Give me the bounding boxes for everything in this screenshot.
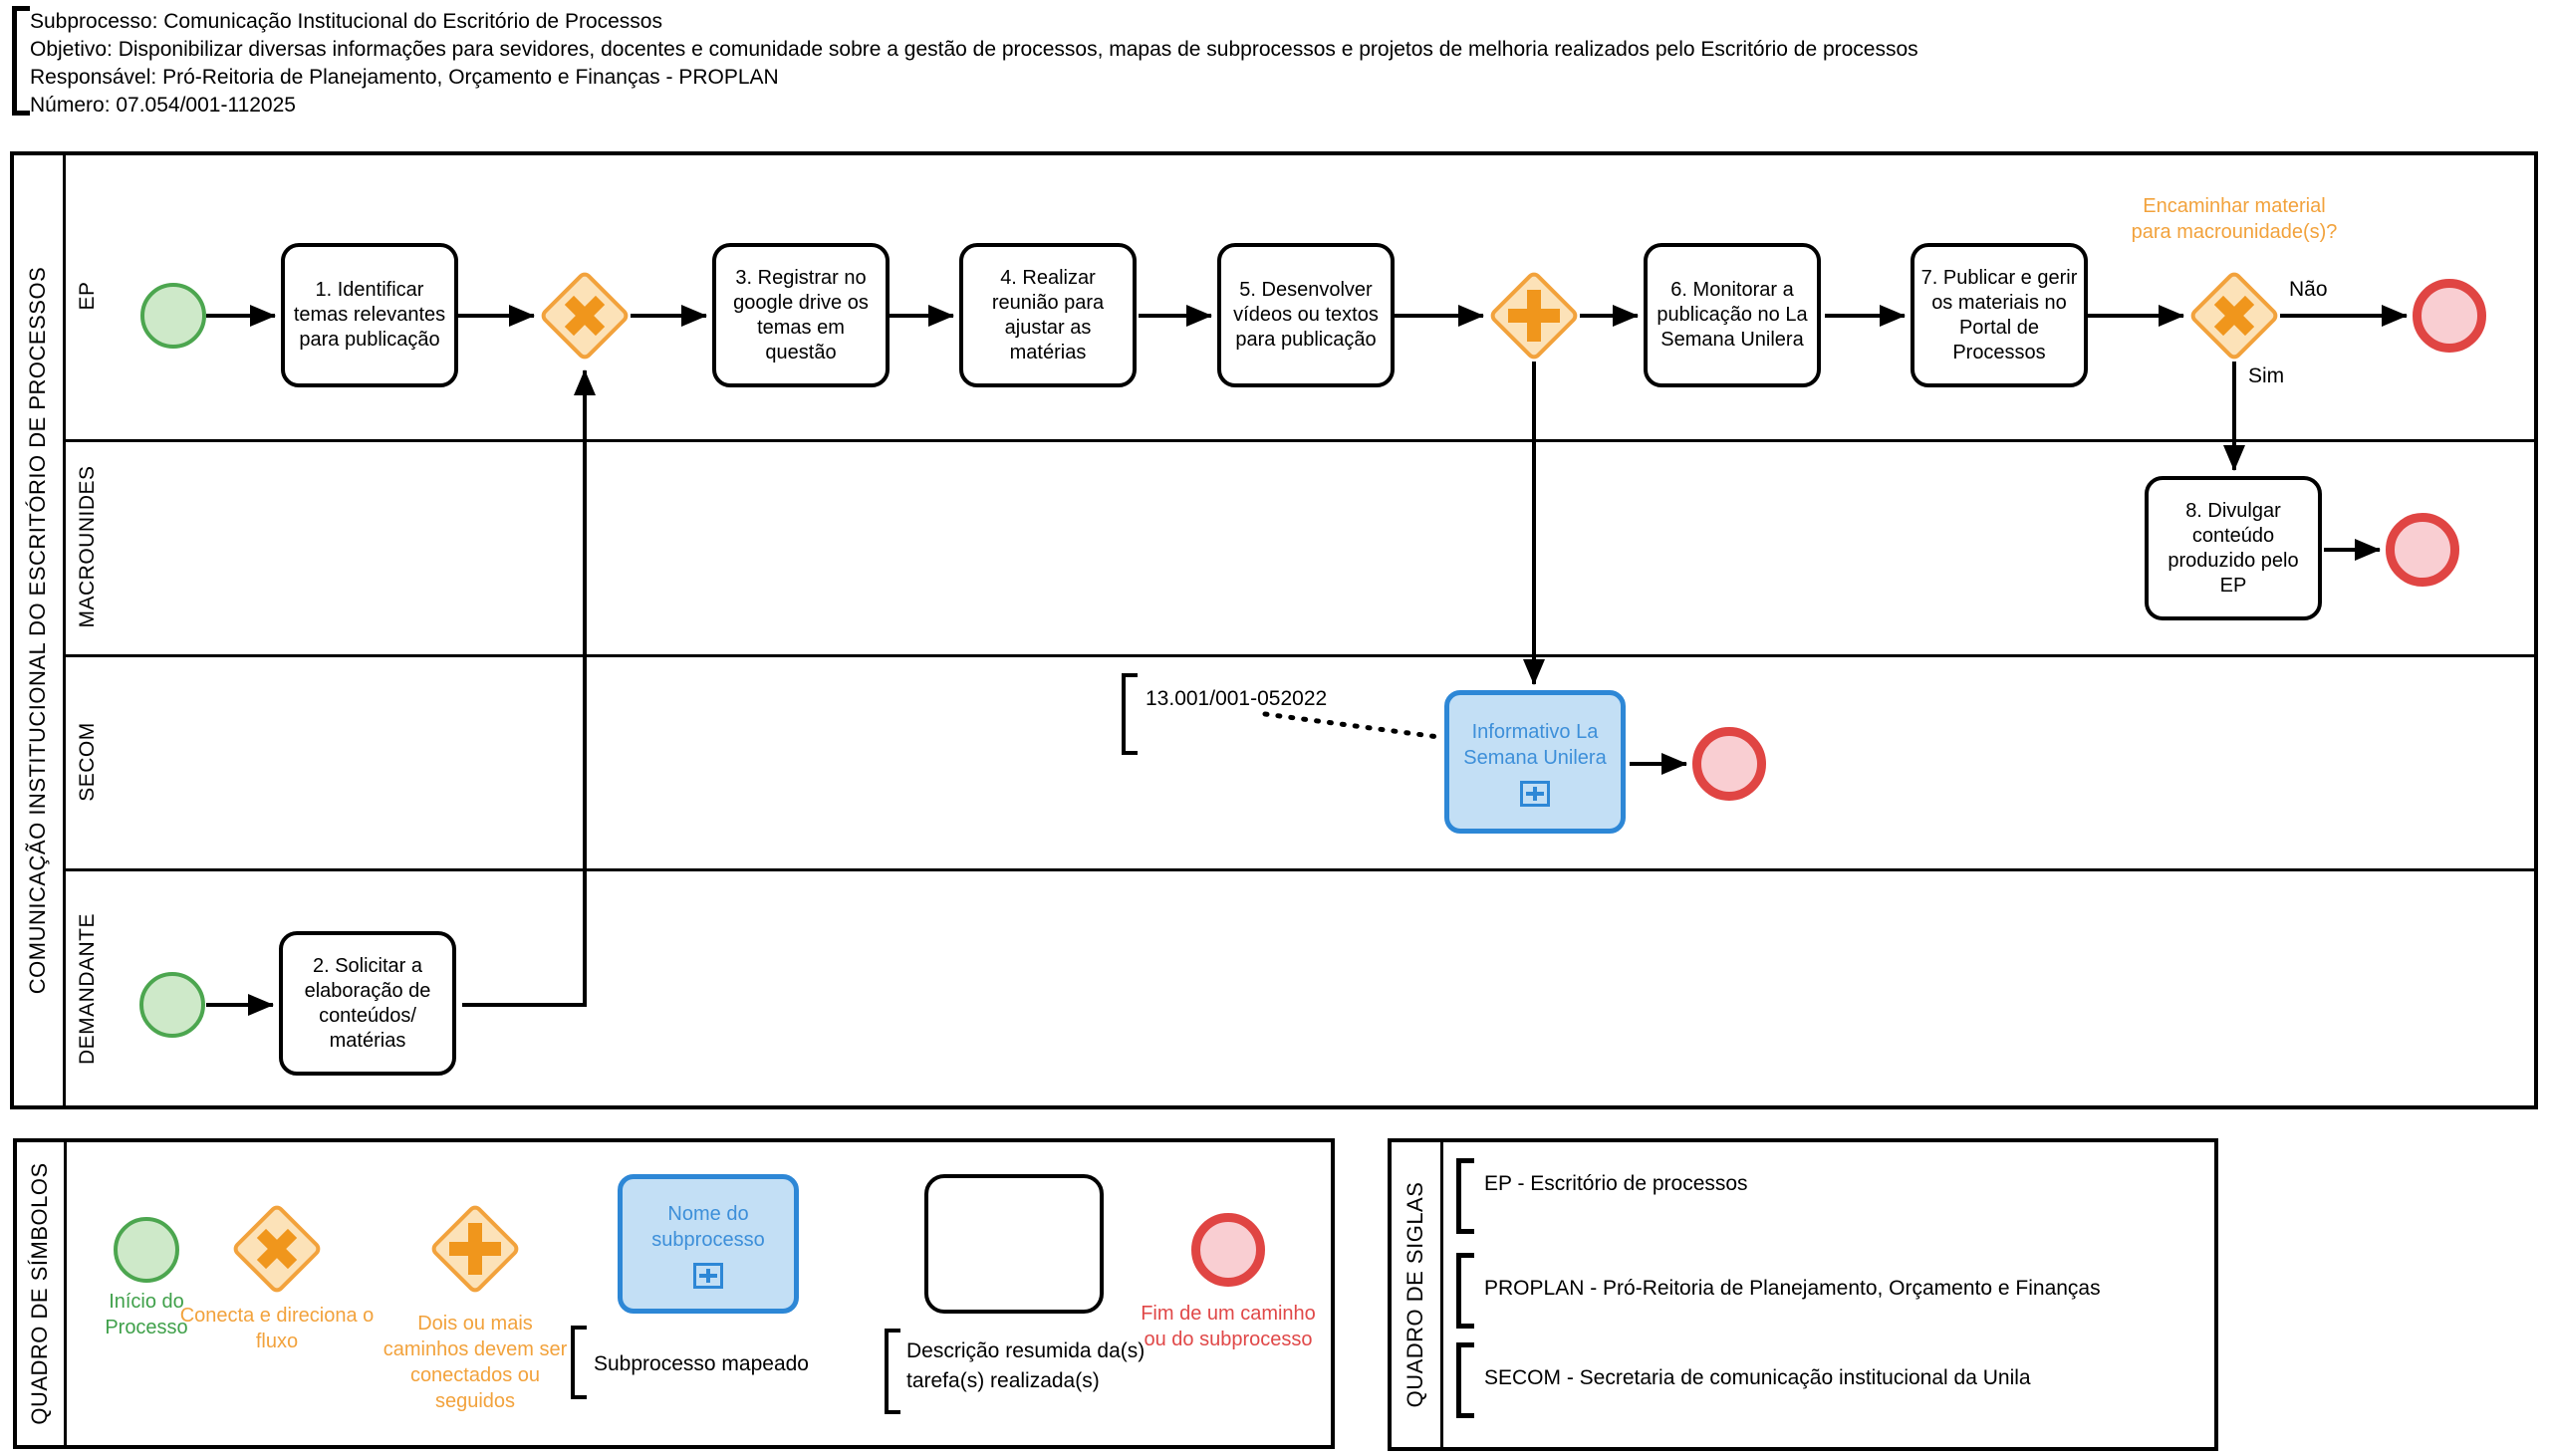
legend-start-event	[114, 1217, 179, 1283]
end-event-macrounides	[2386, 513, 2459, 587]
task-7-label: 7. Publicar e gerir os materiais no Port…	[1920, 266, 2078, 364]
end-event-ep	[2413, 279, 2486, 353]
plus-gateway-icon	[449, 1223, 501, 1275]
header-line-objetivo: Objetivo: Disponibilizar diversas inform…	[30, 38, 1918, 61]
task-7: 7. Publicar e gerir os materiais no Port…	[1911, 243, 2088, 387]
symbols-legend-title: QUADRO DE SÍMBOLOS	[27, 1162, 52, 1425]
gateway-question-label: Encaminhar material para macrounidade(s)…	[2131, 195, 2338, 243]
task-1-label: 1. Identificar temas relevantes para pub…	[293, 279, 446, 351]
task-6: 6. Monitorar a publicação no La Semana U…	[1644, 243, 1821, 387]
acronyms-legend-box	[1388, 1138, 2218, 1451]
acronym-ep: EP - Escritório de processos	[1484, 1172, 1748, 1195]
symbols-legend-box	[13, 1138, 1335, 1449]
task-2: 2. Solicitar a elaboração de conteúdos/ …	[279, 931, 456, 1076]
lane-separator-2	[66, 654, 2534, 657]
annotation-bracket	[1122, 673, 1138, 755]
task-3: 3. Registrar no google drive os temas em…	[712, 243, 890, 387]
acronyms-legend-title: QUADRO DE SIGLAS	[1402, 1181, 1427, 1408]
process-pool	[10, 151, 2538, 1109]
lane-separator-1	[66, 439, 2534, 442]
task-5: 5. Desenvolver vídeos ou textos para pub…	[1217, 243, 1395, 387]
task-8: 8. Divulgar conteúdo produzido pelo EP	[2145, 476, 2322, 620]
subprocess-plus-icon	[1520, 781, 1550, 807]
lane-separator-3	[66, 868, 2534, 871]
subprocess-plus-icon	[693, 1263, 723, 1289]
acronym-bracket-secom	[1456, 1342, 1474, 1418]
subprocess-informativo: Informativo La Semana Unilera	[1444, 690, 1626, 834]
symbols-legend-separator	[64, 1142, 67, 1445]
legend-subprocess-caption: Subprocesso mapeado	[594, 1352, 809, 1375]
task-3-label: 3. Registrar no google drive os temas em…	[733, 266, 869, 364]
pool-title-separator	[63, 155, 66, 1105]
lane-label-secom: SECOM	[76, 722, 99, 802]
start-event-demandante	[139, 972, 205, 1038]
header-bracket	[12, 6, 30, 116]
task-4-label: 4. Realizar reunião para ajustar as maté…	[991, 266, 1105, 364]
lane-label-demandante: DEMANDANTE	[76, 912, 99, 1066]
legend-subprocess-name: Nome do subprocesso	[651, 1203, 765, 1251]
end-event-secom	[1692, 727, 1766, 801]
acronyms-legend-separator	[1440, 1142, 1443, 1447]
acronym-bracket-proplan	[1456, 1253, 1474, 1329]
lane-label-ep: EP	[76, 281, 99, 311]
legend-end-event	[1191, 1213, 1265, 1287]
flow-label-no: Não	[2289, 278, 2328, 301]
task-1: 1. Identificar temas relevantes para pub…	[281, 243, 458, 387]
header-line-subprocesso: Subprocesso: Comunicação Institucional d…	[30, 10, 662, 33]
acronym-bracket-ep	[1456, 1158, 1474, 1234]
header-line-numero: Número: 07.054/001-112025	[30, 94, 296, 117]
subprocess-name: Informativo La Semana Unilera	[1463, 721, 1607, 769]
x-gateway-icon	[563, 294, 607, 338]
legend-exclusive-label: Conecta e direciona o fluxo	[179, 1305, 375, 1352]
task-6-label: 6. Monitorar a publicação no La Semana U…	[1657, 279, 1808, 351]
legend-task-caption: Descrição resumida da(s) tarefa(s) reali…	[906, 1339, 1146, 1392]
task-4: 4. Realizar reunião para ajustar as maté…	[959, 243, 1137, 387]
legend-end-label: Fim de um caminho ou do subprocesso	[1141, 1303, 1316, 1350]
legend-start-label: Início do Processo	[105, 1291, 188, 1338]
legend-task-bracket	[885, 1329, 900, 1414]
acronym-proplan: PROPLAN - Pró-Reitoria de Planejamento, …	[1484, 1277, 2101, 1300]
legend-subprocess-bracket	[571, 1326, 587, 1399]
task-8-label: 8. Divulgar conteúdo produzido pelo EP	[2168, 499, 2299, 597]
annotation-text: 13.001/001-052022	[1146, 687, 1328, 710]
header-line-responsavel: Responsável: Pró-Reitoria de Planejament…	[30, 66, 779, 89]
x-gateway-icon	[2212, 294, 2256, 338]
legend-parallel-label: Dois ou mais caminhos devem ser conectad…	[382, 1313, 568, 1412]
start-event-ep	[140, 283, 206, 349]
legend-task-shape	[924, 1174, 1104, 1314]
task-5-label: 5. Desenvolver vídeos ou textos para pub…	[1233, 279, 1379, 351]
task-2-label: 2. Solicitar a elaboração de conteúdos/ …	[304, 954, 431, 1052]
flow-label-yes: Sim	[2248, 364, 2285, 387]
legend-subprocess: Nome do subprocesso	[618, 1174, 799, 1314]
x-gateway-icon	[255, 1227, 299, 1271]
lane-label-macrounides: MACROUNIDES	[76, 465, 99, 628]
pool-title: COMUNICAÇÃO INSTITUCIONAL DO ESCRITÓRIO …	[25, 266, 50, 995]
acronym-secom: SECOM - Secretaria de comunicação instit…	[1484, 1366, 2031, 1389]
plus-gateway-icon	[1508, 290, 1560, 342]
